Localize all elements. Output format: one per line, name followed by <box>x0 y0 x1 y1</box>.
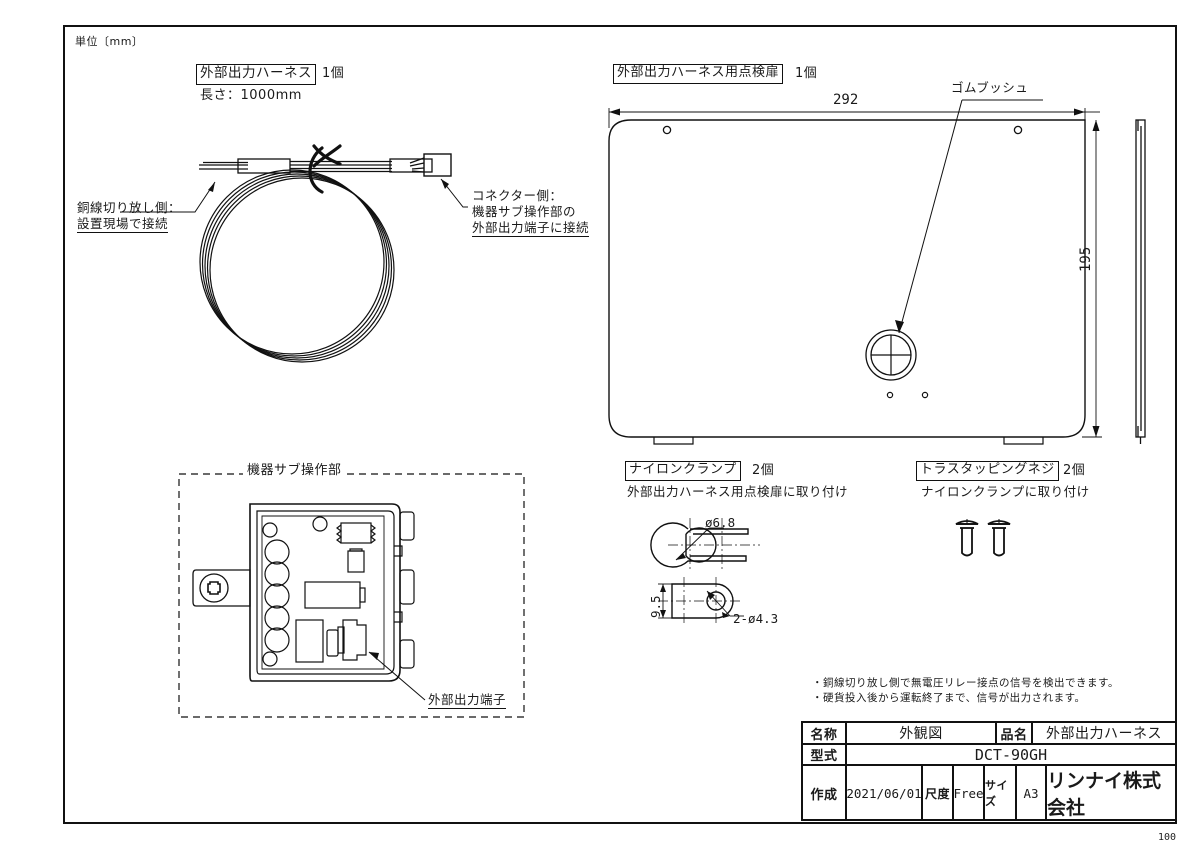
clamp-hole-dim: 2-ø4.3 <box>733 611 779 626</box>
title-block-row-meta: 作成 2021/06/01 尺度 Free サイズ A3 リンナイ株式会社 <box>803 766 1175 820</box>
model-value: DCT-90GH <box>974 745 1048 764</box>
company-name: リンナイ株式会社 <box>1047 770 1162 819</box>
screw-title: トラスタッピングネジ <box>916 461 1059 481</box>
harness-left-callout: 銅線切り放し側： 設置現場で接続 <box>77 200 182 233</box>
door-qty: 1個 <box>795 66 818 81</box>
harness-right-callout: コネクター側： 機器サブ操作部の 外部出力端子に接続 <box>472 188 590 237</box>
harness-qty: 1個 <box>322 66 345 81</box>
clamp-note: 外部出力ハーネス用点検扉に取り付け <box>627 484 849 499</box>
size-value: A3 <box>1017 766 1047 820</box>
sub-unit-title: 機器サブ操作部 <box>243 463 346 480</box>
created-label: 作成 <box>803 766 847 820</box>
screw-note: ナイロンクランプに取り付け <box>921 484 1090 499</box>
name-label: 名称 <box>803 723 847 743</box>
created-value: 2021/06/01 <box>847 766 923 820</box>
note-line-2: ・硬貨投入後から運転終了まで、信号が出力されます。 <box>812 692 1086 705</box>
name-value: 外観図 <box>847 723 997 743</box>
part-value: 外部出力ハーネス <box>1046 726 1162 742</box>
model-label: 型式 <box>803 745 847 764</box>
page-number: 100 <box>1157 832 1176 843</box>
note-line-1: ・銅線切り放し側で無電圧リレー接点の信号を検出できます。 <box>812 677 1119 689</box>
part-label: 品名 <box>997 723 1033 743</box>
scale-value: Free <box>954 766 985 820</box>
title-block: 名称 外観図 品名 外部出力ハーネス 型式 DCT-90GH 作成 2021/0… <box>801 721 1177 821</box>
door-title: 外部出力ハーネス用点検扉 <box>613 64 784 84</box>
screw-qty: 2個 <box>1063 463 1086 478</box>
door-width-dim: 292 <box>833 92 859 108</box>
harness-length: 長さ：1000mm <box>200 88 302 103</box>
clamp-qty: 2個 <box>752 463 775 478</box>
harness-title: 外部出力ハーネス <box>196 64 316 85</box>
external-output-terminal-label: 外部出力端子 <box>428 692 507 709</box>
drawing-notes: ・銅線切り放し側で無電圧リレー接点の信号を検出できます。 ・硬貨投入後から運転終… <box>812 676 1119 706</box>
drawing-frame <box>63 25 1177 824</box>
scale-label: 尺度 <box>923 766 954 820</box>
size-label: サイズ <box>985 766 1017 820</box>
clamp-dia-dim: ø6.8 <box>705 515 736 530</box>
title-block-row-model: 型式 DCT-90GH <box>803 745 1175 766</box>
rubber-bush-label: ゴムブッシュ <box>951 80 1029 95</box>
unit-label: 単位〔mm〕 <box>75 35 144 48</box>
clamp-title: ナイロンクランプ <box>625 461 741 481</box>
title-block-row-name: 名称 外観図 品名 外部出力ハーネス <box>803 723 1175 745</box>
